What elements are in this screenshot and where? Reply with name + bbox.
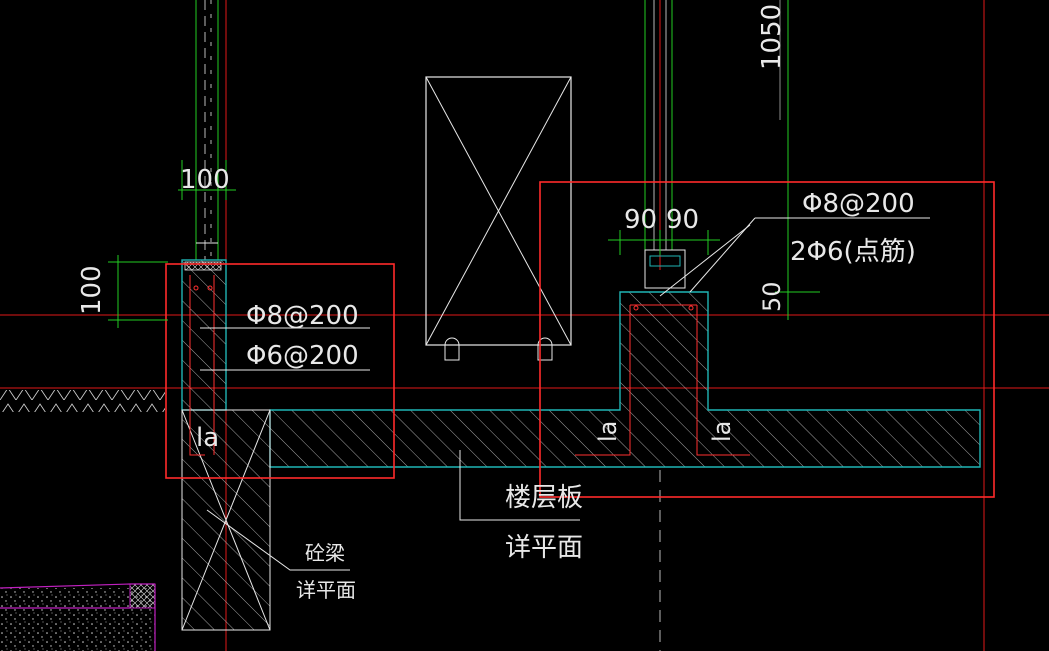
la-right-b: la [708,421,736,442]
earth-hatch [0,390,165,412]
la-right-a: la [594,421,622,442]
rebar-left-bottom: Φ6@200 [246,341,359,371]
dim-top: 1050 [757,4,787,70]
leader-lines [200,217,930,571]
middle-mullion-lines [644,0,789,651]
callout-boxes [165,181,995,498]
frame-profiles [184,249,686,289]
equipment-box [425,76,572,361]
rebar-right-top: Φ8@200 [802,189,915,219]
dim-slab-height: 100 [77,265,107,315]
dim-50: 50 [758,281,786,312]
rebar-left-top: Φ8@200 [246,301,359,331]
note-slab-line1: 楼层板 [505,483,583,513]
note-slab-line2: 详平面 [505,533,583,563]
note-beam-line1: 砼梁 [305,541,345,565]
rebar-right-bottom: 2Φ6(点筋) [790,237,916,267]
dim-90-b: 90 [666,205,699,235]
floor-slab-section [181,259,981,468]
beam-section [181,409,271,631]
dim-col-width: 100 [180,165,230,195]
left-wall-lines [195,0,219,260]
site-boundary [0,583,156,651]
note-beam-line2: 详平面 [296,578,356,602]
la-left: la [196,423,219,453]
dimension-lines [108,160,820,328]
rebar-lines [189,275,750,456]
dim-90-a: 90 [624,205,657,235]
